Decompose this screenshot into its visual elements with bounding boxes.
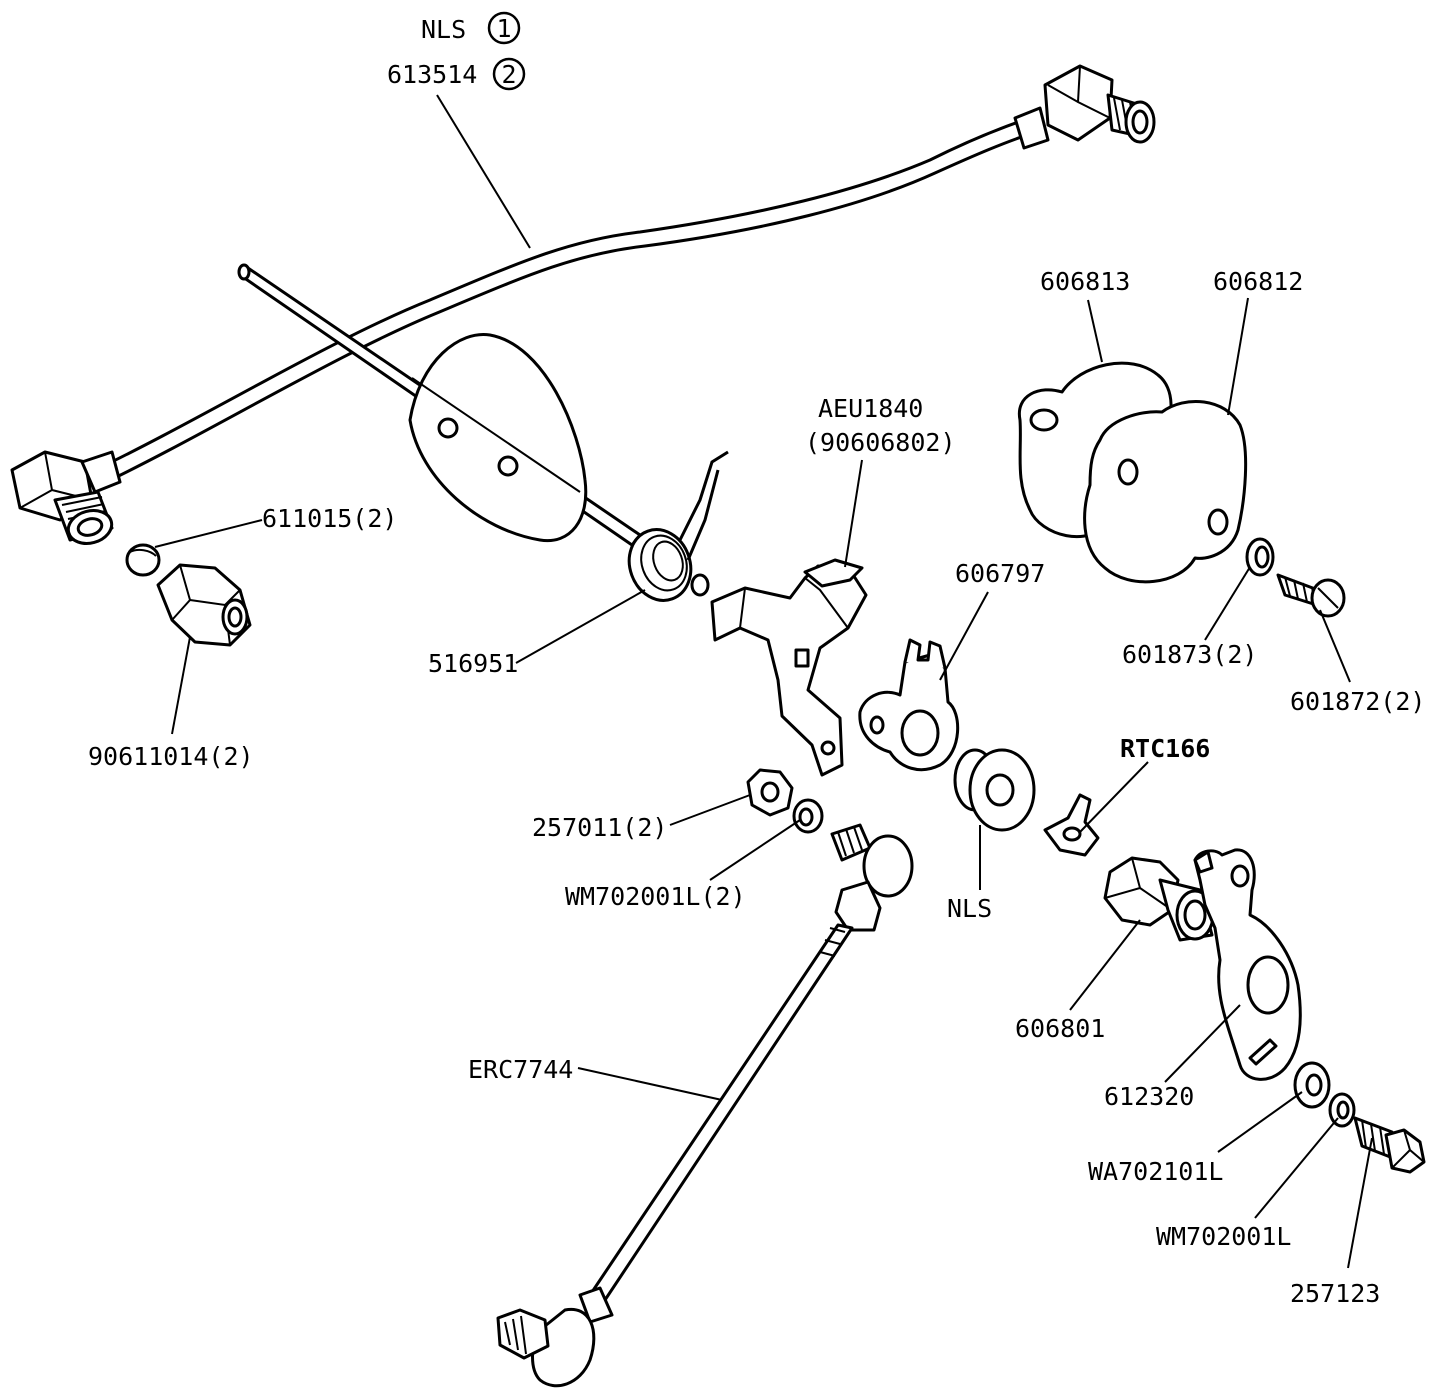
label-nls-mid: NLS: [947, 894, 992, 923]
labels: NLS 613514 606813 606812 AEU1840 (906068…: [88, 15, 1425, 1308]
nut-257011: [746, 768, 794, 817]
spring-washer-wm702001l: [1328, 1092, 1356, 1128]
nut-90611014: [156, 563, 252, 647]
screw-601872: [1276, 573, 1346, 618]
spring-516951: [627, 450, 729, 602]
plate-606797: [858, 638, 960, 771]
bracket-612320: [1193, 848, 1302, 1081]
leader-lines: [154, 94, 1373, 1269]
svg-text:2: 2: [501, 60, 516, 89]
label-611015: 611015(2): [262, 504, 397, 533]
throttle-disc: [408, 332, 588, 543]
label-612320: 612320: [1104, 1082, 1194, 1111]
label-rtc166: RTC166: [1120, 734, 1210, 763]
label-aeu1840: AEU1840: [818, 394, 923, 423]
label-613514: 613514: [387, 60, 477, 89]
label-606812: 606812: [1213, 267, 1303, 296]
washer-601873: [1245, 537, 1275, 577]
circled-ref-1: 1: [487, 11, 521, 45]
tab-washer-rtc166: [1043, 793, 1100, 857]
label-wa702101l: WA702101L: [1088, 1157, 1223, 1186]
lever-aeu1840: [710, 558, 868, 777]
label-257011: 257011(2): [532, 813, 667, 842]
label-nls-top: NLS: [421, 15, 466, 44]
label-606797: 606797: [955, 559, 1045, 588]
label-wm702001l: WM702001L: [1156, 1222, 1291, 1251]
circled-ref-2: 2: [492, 57, 526, 91]
fuel-pipe-613514: [10, 64, 1156, 545]
label-wm702001l-2: WM702001L(2): [565, 882, 746, 911]
spring-washer-wm702001l-2: [792, 798, 824, 834]
label-606813: 606813: [1040, 267, 1130, 296]
label-90606802: (90606802): [805, 428, 956, 457]
label-606801: 606801: [1015, 1014, 1105, 1043]
label-257123: 257123: [1290, 1279, 1380, 1308]
cover-606812: [1083, 399, 1248, 584]
label-erc7744: ERC7744: [468, 1055, 573, 1084]
fitting-606801: [1103, 856, 1215, 942]
label-516951: 516951: [428, 649, 518, 678]
bush-nls: [953, 748, 1036, 832]
washer-wa702101l: [1293, 1061, 1331, 1109]
label-601873: 601873(2): [1122, 640, 1257, 669]
link-rod-erc7744: [496, 823, 914, 1388]
label-90611014: 90611014(2): [88, 742, 254, 771]
svg-text:1: 1: [496, 14, 511, 43]
bolt-257123: [1353, 1116, 1426, 1174]
label-601872: 601872(2): [1290, 687, 1425, 716]
olive-611015: [125, 543, 161, 577]
